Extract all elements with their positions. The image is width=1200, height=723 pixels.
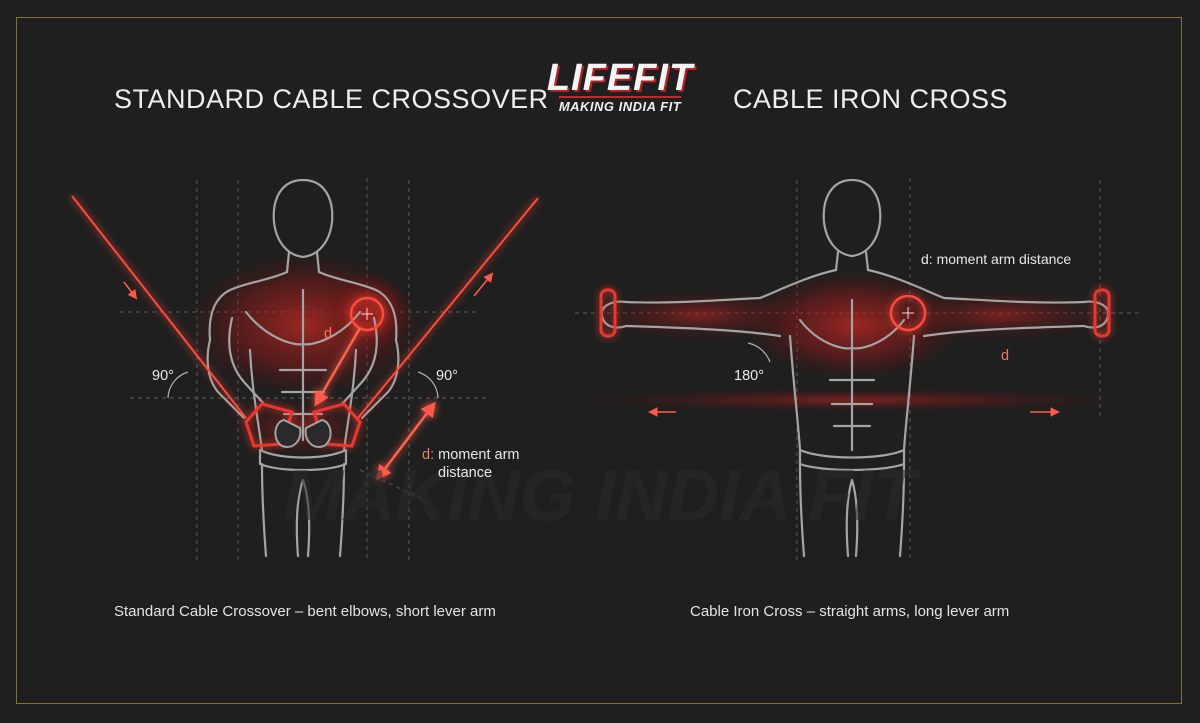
- right-body-outline: [600, 178, 1110, 558]
- right-lower-glow: [575, 388, 1135, 412]
- left-d-arrow: [314, 327, 362, 407]
- left-angle-arc-left: [167, 371, 189, 399]
- left-angle-arc-right: [417, 371, 439, 399]
- left-angle-label-right: 90°: [436, 368, 458, 384]
- caption-right: Cable Iron Cross – straight arms, long l…: [690, 603, 1010, 620]
- logo-tagline: MAKING INDIA FIT: [558, 96, 682, 114]
- left-figure: [71, 178, 539, 560]
- left-shoulder-joint: [349, 296, 385, 332]
- right-angle-label: 180°: [734, 368, 764, 384]
- right-figure: [575, 178, 1140, 560]
- left-angle-label-left: 90°: [152, 368, 174, 384]
- left-d-marker: d: [324, 326, 333, 342]
- right-d-marker: d: [1001, 348, 1010, 364]
- title-iron-cross: CABLE IRON CROSS: [733, 84, 1009, 114]
- left-shoulder-glow: [323, 272, 413, 352]
- lifefit-logo: LIFEFIT MAKING INDIA FIT: [540, 58, 700, 116]
- left-moment-arrow: [376, 401, 436, 481]
- right-arm-glow-left: [590, 289, 810, 341]
- left-joint-crosshair: [361, 308, 373, 320]
- left-moment-label-line2: distance: [438, 465, 493, 481]
- left-moment-label: d: moment arm: [422, 447, 520, 463]
- left-fists: [274, 418, 332, 448]
- right-joint-crosshair: [902, 307, 914, 319]
- logo-wordmark: LIFEFIT: [546, 57, 694, 99]
- watermark-text: MAKING INDIA FIT: [283, 456, 922, 536]
- left-cables: [71, 195, 539, 419]
- right-shoulder-joint: [889, 294, 927, 332]
- right-angle-arc: [747, 342, 771, 363]
- title-standard-crossover: STANDARD CABLE CROSSOVER: [114, 84, 549, 114]
- right-chest-glow: [745, 270, 965, 380]
- right-arm-glow-right: [885, 289, 1115, 341]
- left-cable-arrows: [123, 272, 494, 300]
- right-moment-label: d: moment arm distance: [921, 251, 1072, 267]
- caption-left: Standard Cable Crossover – bent elbows, …: [114, 603, 496, 620]
- left-moment-text: moment arm: [438, 447, 520, 463]
- left-moment-prefix: d:: [422, 447, 435, 463]
